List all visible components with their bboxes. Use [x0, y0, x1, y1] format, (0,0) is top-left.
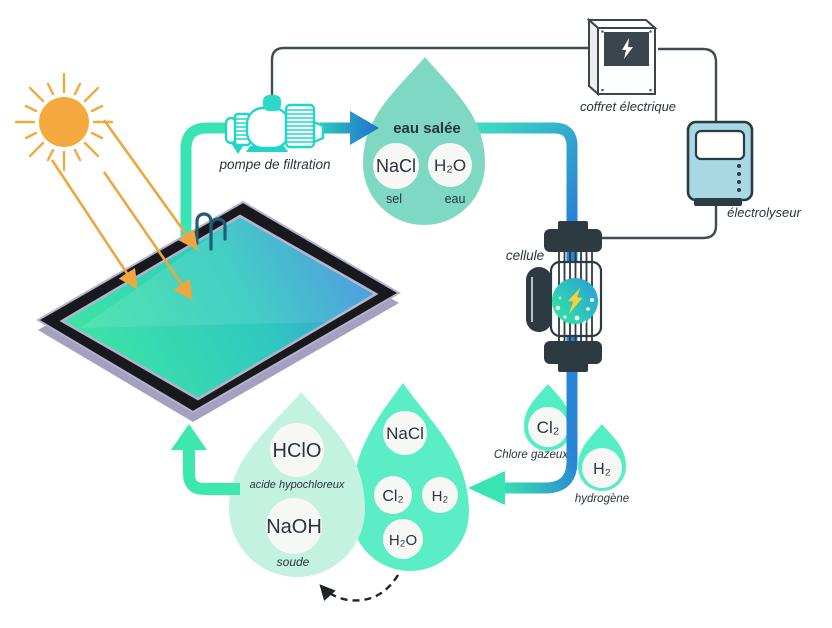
cell-bottom-cap [544, 341, 602, 364]
chlorine-circle [528, 407, 568, 447]
chlorine-gas-drop: Cl₂ Chlore gazeux [494, 384, 572, 461]
mixture-drop: NaCl Cl₂ H₂ H₂O [351, 383, 469, 571]
nacl-caption: sel [386, 192, 402, 206]
electric-wires [270, 46, 718, 240]
cell-bubbles [555, 296, 594, 324]
products-drop-shape [229, 392, 365, 577]
mix-h2o-circle [383, 519, 423, 559]
pool-shallow-wall [80, 216, 376, 328]
products-drop: HClO acide hypochloreux NaOH soude [229, 392, 365, 577]
hydrogen-circle [582, 448, 622, 488]
pool-ladder-icon [195, 212, 227, 251]
pump-nozzle [312, 120, 325, 144]
pump-right-rib-lines [287, 109, 313, 143]
electrolyser: électrolyseur [686, 120, 802, 220]
reaction-dashed-arrow [319, 574, 400, 602]
h2o-formula: H₂O [434, 156, 466, 175]
box-top-face [586, 19, 658, 29]
wire-pump-to-box [270, 46, 596, 98]
naoh-circle [266, 498, 322, 554]
naoh-formula: NaOH [266, 516, 322, 538]
pipe-drop-to-cell [476, 122, 578, 232]
wire-electrolyser-to-cell [598, 201, 718, 240]
electrical-box: coffret électrique [580, 17, 676, 114]
electrolyser-buttons [737, 164, 741, 192]
mix-nacl: NaCl [386, 424, 424, 443]
salt-water-drop: eau salée NaCl H₂O sel eau [363, 57, 485, 226]
cell-label: cellule [506, 248, 544, 263]
hclo-circle [270, 423, 324, 477]
box-screws [601, 30, 652, 92]
flow-arrow-pump-to-drop [320, 111, 379, 145]
electrolyser-base [694, 198, 742, 206]
hclo-caption: acide hypochloreux [250, 479, 345, 491]
mix-h2o: H₂O [389, 532, 417, 549]
electrolyser-label: électrolyseur [727, 205, 801, 220]
sunlight-arrows [50, 119, 198, 301]
wire-box-to-electrolyser [657, 47, 718, 123]
sun-disc [39, 97, 89, 147]
cell-top-cap [544, 229, 602, 252]
box-side-face [588, 17, 599, 97]
mix-cl2: Cl₂ [382, 488, 403, 505]
hclo-formula: HClO [273, 440, 322, 462]
nacl-formula: NaCl [376, 156, 416, 176]
flow-arrow-to-products [468, 471, 505, 505]
pipe-pool-to-pump [180, 122, 236, 240]
electrolysis-cell: cellule [506, 221, 603, 372]
naoh-caption: soude [277, 555, 310, 569]
mix-h2-circle [422, 477, 458, 513]
mix-h2: H₂ [432, 488, 449, 505]
filtration-pump-icon [224, 95, 325, 154]
electrical-box-label: coffret électrique [580, 99, 676, 114]
pump-label: pompe de filtration [218, 157, 330, 172]
pool [36, 200, 401, 422]
mix-cl2-circle [374, 476, 412, 514]
mix-nacl-circle [383, 411, 427, 455]
sun-rays [14, 72, 114, 172]
lightning-icon [622, 38, 633, 59]
cell-bottom-fitting [558, 360, 588, 372]
return-arrow-head [171, 424, 207, 450]
salt-drop-title: eau salée [393, 120, 461, 137]
h2o-caption: eau [445, 192, 466, 206]
electrolyser-screen [694, 129, 746, 161]
salt-drop-shape [363, 57, 485, 226]
pipe-cell-to-products [505, 450, 578, 494]
sun-icon [14, 72, 114, 172]
pump-motor-cap [263, 95, 281, 111]
chlorine-label: Chlore gazeux [494, 449, 569, 461]
hydrogen-drop: H₂ hydrogène [575, 424, 629, 505]
return-arrow-shaft [183, 448, 240, 495]
hydrogen-formula: H₂ [593, 461, 611, 478]
chlorine-formula: Cl₂ [537, 418, 560, 437]
mixture-drop-shape [351, 383, 469, 571]
return-arrow-to-pool [171, 424, 240, 495]
cell-lightning-icon [567, 287, 583, 315]
pump-body [245, 106, 291, 150]
hydrogen-label: hydrogène [575, 493, 629, 505]
nacl-circle [373, 143, 419, 189]
h2o-circle [428, 143, 472, 187]
